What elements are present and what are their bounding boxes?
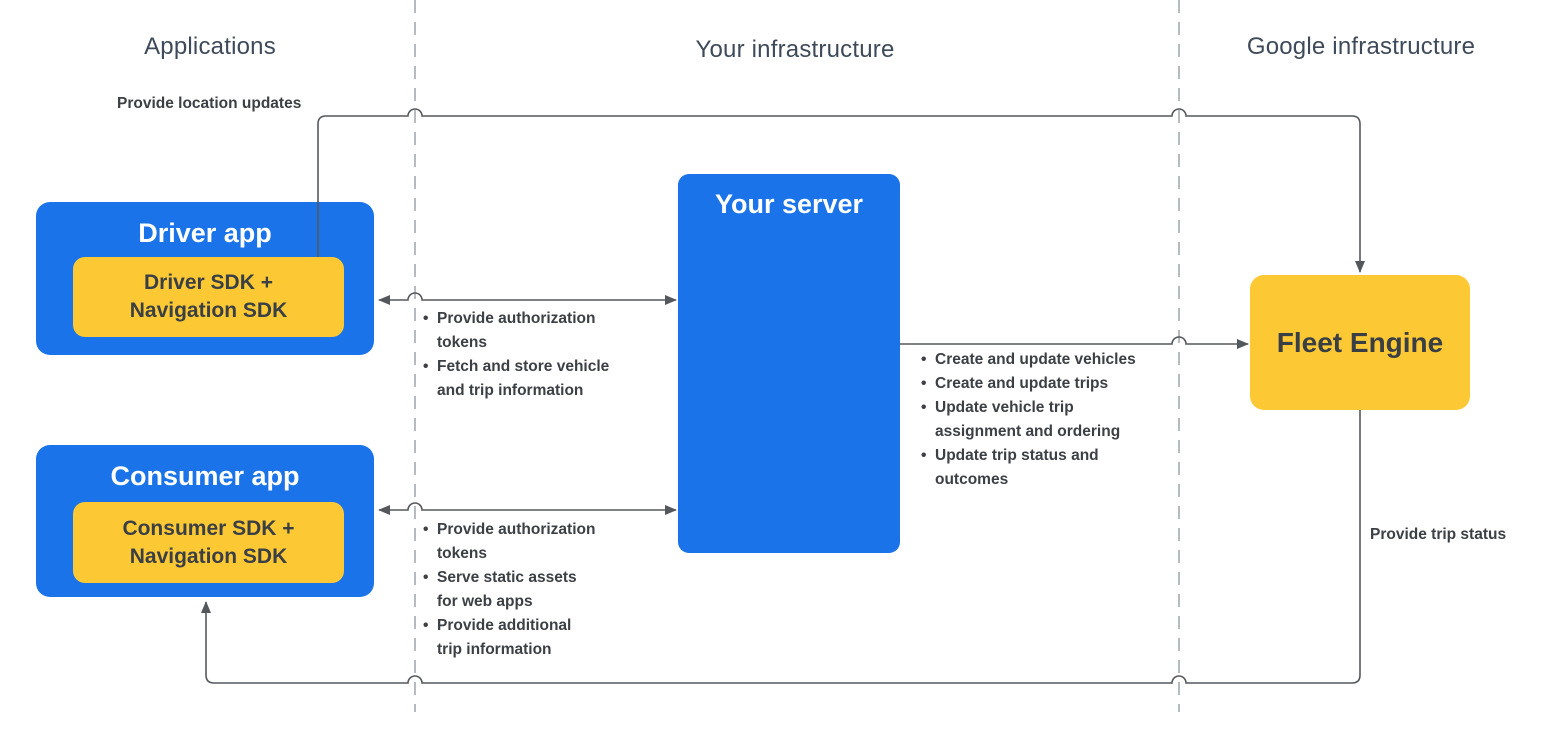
consumer-sdk-node: Consumer SDK + Navigation SDK (73, 502, 344, 583)
connector-consumer-server (378, 502, 677, 515)
list-item: Provide additional trip information (423, 614, 595, 662)
driver-server-bullet-list: Provide authorization tokens Fetch and s… (423, 307, 609, 403)
list-item: Create and update trips (921, 372, 1136, 396)
your-server-title: Your server (714, 189, 864, 219)
column-header-applications: Applications (144, 33, 276, 60)
consumer-server-bullet-list: Provide authorization tokens Serve stati… (423, 518, 595, 662)
driver-sdk-node: Driver SDK + Navigation SDK (73, 257, 344, 337)
list-item: Provide authorization tokens (423, 307, 609, 355)
list-item: Provide authorization tokens (423, 518, 595, 566)
column-header-google-infrastructure: Google infrastructure (1246, 33, 1476, 60)
list-item: Serve static assets for web apps (423, 566, 595, 614)
list-item: Update trip status and outcomes (921, 444, 1136, 492)
list-item: Fetch and store vehicle and trip informa… (423, 355, 609, 403)
connector-server-fleet (900, 336, 1249, 349)
server-fleet-bullet-list: Create and update vehicles Create and up… (921, 348, 1136, 492)
driver-app-title: Driver app (138, 218, 272, 248)
connector-driver-server (378, 292, 677, 305)
label-provide-location-updates: Provide location updates (117, 95, 302, 112)
label-provide-trip-status: Provide trip status (1370, 526, 1507, 543)
list-item: Create and update vehicles (921, 348, 1136, 372)
fleet-engine-title: Fleet Engine (1276, 326, 1444, 358)
column-header-your-infrastructure: Your infrastructure (695, 36, 895, 63)
consumer-app-title: Consumer app (110, 461, 300, 491)
fleet-engine-node: Fleet Engine (1250, 275, 1470, 410)
list-item: Update vehicle trip assignment and order… (921, 396, 1136, 444)
your-server-node: Your server (678, 174, 900, 553)
